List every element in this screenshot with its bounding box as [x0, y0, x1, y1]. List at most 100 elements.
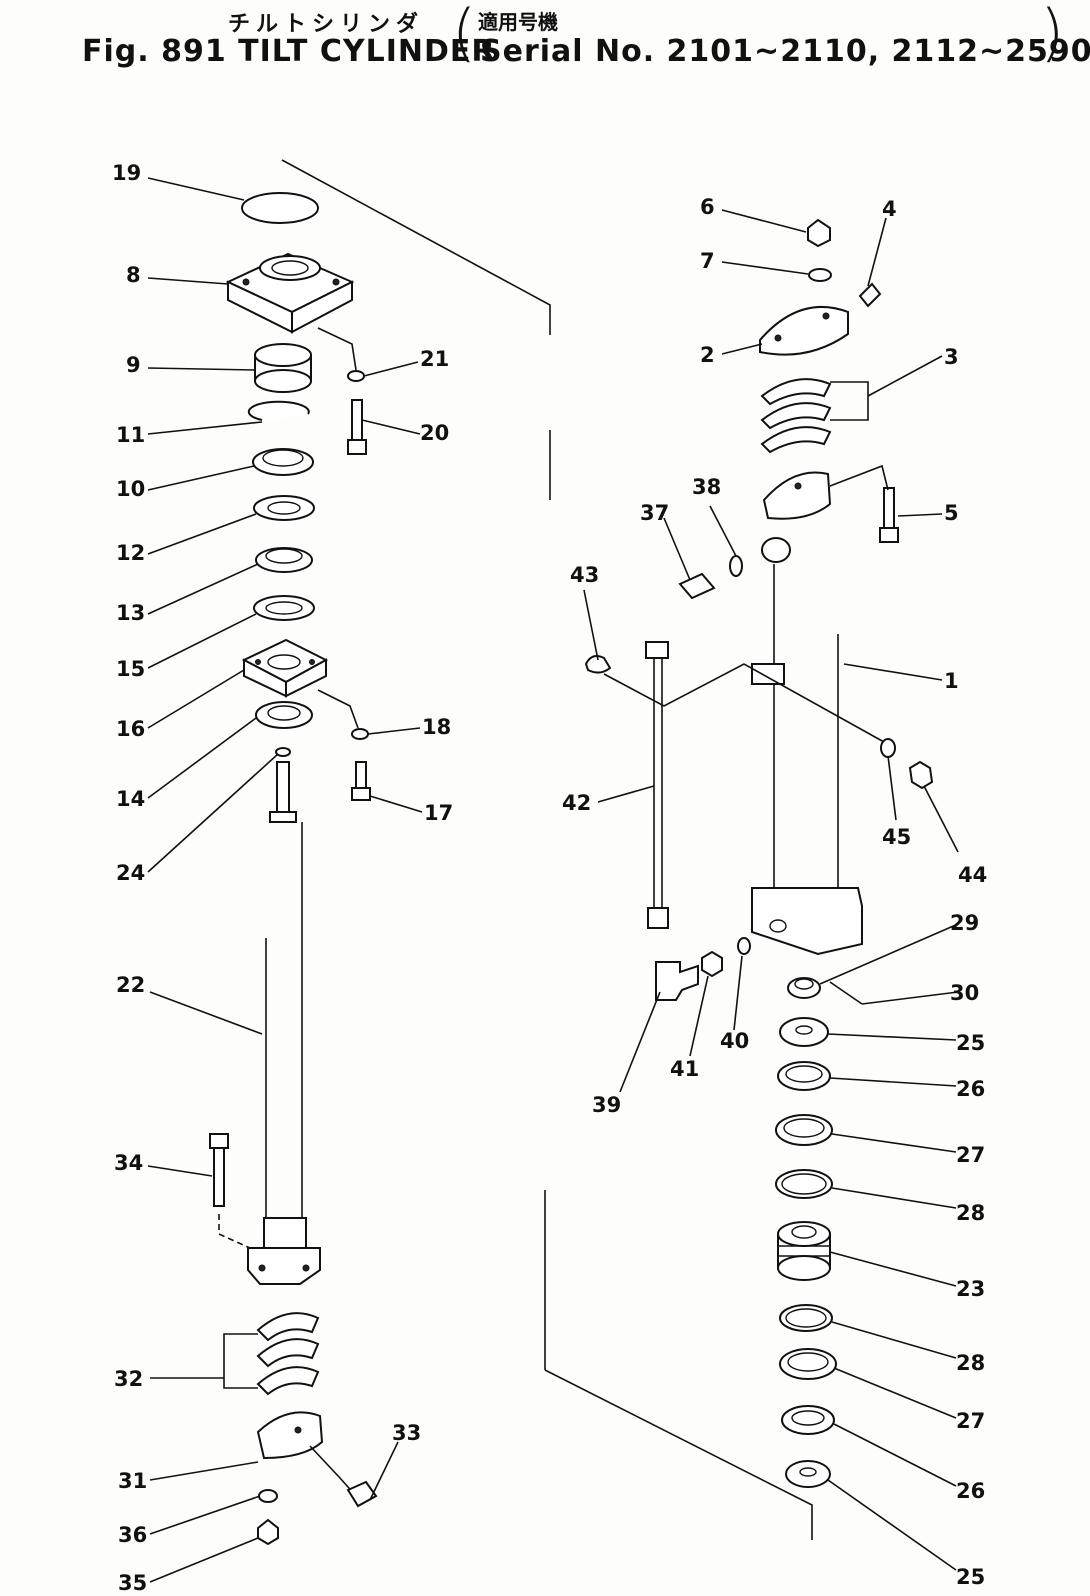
callout-16: 16 — [116, 717, 145, 741]
callout-4: 4 — [882, 197, 897, 221]
part-38-o-ring — [729, 555, 743, 577]
callout-13: 13 — [116, 601, 145, 625]
callout-37: 37 — [640, 501, 669, 525]
part-24-o-ring — [275, 747, 291, 757]
callout-27: 27 — [956, 1143, 985, 1167]
callout-3: 3 — [944, 345, 959, 369]
bracket-open: ( — [452, 0, 477, 69]
part-1-cylinder-head-clamp — [762, 471, 832, 520]
callout-32: 32 — [114, 1367, 143, 1391]
part-29-piston-nut — [787, 977, 821, 999]
callout-28: 28 — [956, 1351, 985, 1375]
part-6-nut — [807, 218, 831, 248]
callout-10: 10 — [116, 477, 145, 501]
callout-25: 25 — [956, 1031, 985, 1055]
part-32-clamp-halves — [223, 1312, 320, 1396]
callout-26: 26 — [956, 1077, 985, 1101]
callout-8: 8 — [126, 263, 141, 287]
bracket-close: ) — [1040, 0, 1065, 69]
callout-30: 30 — [950, 981, 979, 1005]
callout-7: 7 — [700, 249, 715, 273]
callout-18: 18 — [422, 715, 451, 739]
part-11-snap-ring — [247, 400, 310, 421]
part-7-washer — [808, 268, 832, 282]
callout-38: 38 — [692, 475, 721, 499]
part-43-clip — [584, 655, 612, 674]
callout-35: 35 — [118, 1571, 147, 1595]
part-20-bolt — [347, 399, 367, 455]
callout-42: 42 — [562, 791, 591, 815]
callout-1: 1 — [944, 669, 959, 693]
callout-45: 45 — [882, 825, 911, 849]
part-40-o-ring — [737, 937, 751, 955]
part-19-o-ring — [241, 192, 319, 224]
part-27-packing-upper — [775, 1114, 833, 1146]
callout-33: 33 — [392, 1421, 421, 1445]
callout-17: 17 — [424, 801, 453, 825]
part-39-elbow — [655, 961, 699, 1001]
callout-15: 15 — [116, 657, 145, 681]
callout-6: 6 — [700, 195, 715, 219]
part-25-piston-ring-lower — [785, 1460, 831, 1488]
callout-36: 36 — [118, 1523, 147, 1547]
japanese-title: チルトシリンダ — [228, 12, 425, 37]
part-44-nut — [908, 760, 934, 790]
callout-2: 2 — [700, 343, 715, 367]
callout-25: 25 — [956, 1565, 985, 1589]
part-5-bolt — [829, 464, 899, 543]
part-30-pin — [829, 981, 863, 1005]
part-34-bolt — [209, 1133, 251, 1249]
callout-14: 14 — [116, 787, 145, 811]
part-22-piston-rod — [247, 761, 321, 1285]
part-27-packing-lower — [779, 1348, 837, 1380]
part-25-piston-ring-upper — [779, 1017, 829, 1047]
part-26-seal-upper — [777, 1061, 831, 1091]
callout-27: 27 — [956, 1409, 985, 1433]
japanese-serial-label: 適用号機 — [478, 10, 558, 34]
part-31-clamp — [256, 1411, 324, 1460]
part-15-ring — [253, 595, 315, 621]
bushing — [761, 537, 791, 563]
callout-22: 22 — [116, 973, 145, 997]
part-18-washer — [351, 728, 369, 740]
part-9-bushing — [254, 343, 312, 393]
callout-19: 19 — [112, 161, 141, 185]
callout-26: 26 — [956, 1479, 985, 1503]
part-28-ring-upper — [775, 1169, 833, 1199]
callout-43: 43 — [570, 563, 599, 587]
callout-39: 39 — [592, 1093, 621, 1117]
part-1-cylinder-tube — [751, 564, 863, 956]
part-23-piston — [777, 1221, 831, 1281]
part-21-washer — [347, 370, 365, 382]
callout-11: 11 — [116, 423, 145, 447]
cylinder-assembly-parts — [584, 218, 934, 1488]
callout-23: 23 — [956, 1277, 985, 1301]
callout-29: 29 — [950, 911, 979, 935]
callout-21: 21 — [420, 347, 449, 371]
part-45-washer — [880, 738, 896, 758]
callout-40: 40 — [720, 1029, 749, 1053]
callout-labels: 19 8 9 11 10 12 13 15 16 14 24 22 34 32 … — [112, 161, 987, 1595]
part-42-pipe — [603, 641, 885, 929]
callout-41: 41 — [670, 1057, 699, 1081]
callout-20: 20 — [420, 421, 449, 445]
part-33-grease-fitting — [309, 1445, 378, 1508]
part-35-nut — [257, 1518, 279, 1546]
callout-34: 34 — [114, 1151, 143, 1175]
part-37-fitting — [678, 572, 716, 600]
part-28-ring-lower — [779, 1304, 833, 1332]
callout-44: 44 — [958, 863, 987, 887]
callout-24: 24 — [116, 861, 145, 885]
grouping-frame — [281, 159, 813, 1540]
callout-12: 12 — [116, 541, 145, 565]
part-26-seal-lower — [781, 1405, 835, 1435]
callout-5: 5 — [944, 501, 959, 525]
rod-assembly-parts — [209, 192, 378, 1546]
part-8-rod-cover — [225, 252, 355, 334]
callout-9: 9 — [126, 353, 141, 377]
part-13-packing — [255, 547, 313, 573]
part-3-shims — [760, 378, 869, 454]
part-17-bolt — [351, 761, 371, 801]
